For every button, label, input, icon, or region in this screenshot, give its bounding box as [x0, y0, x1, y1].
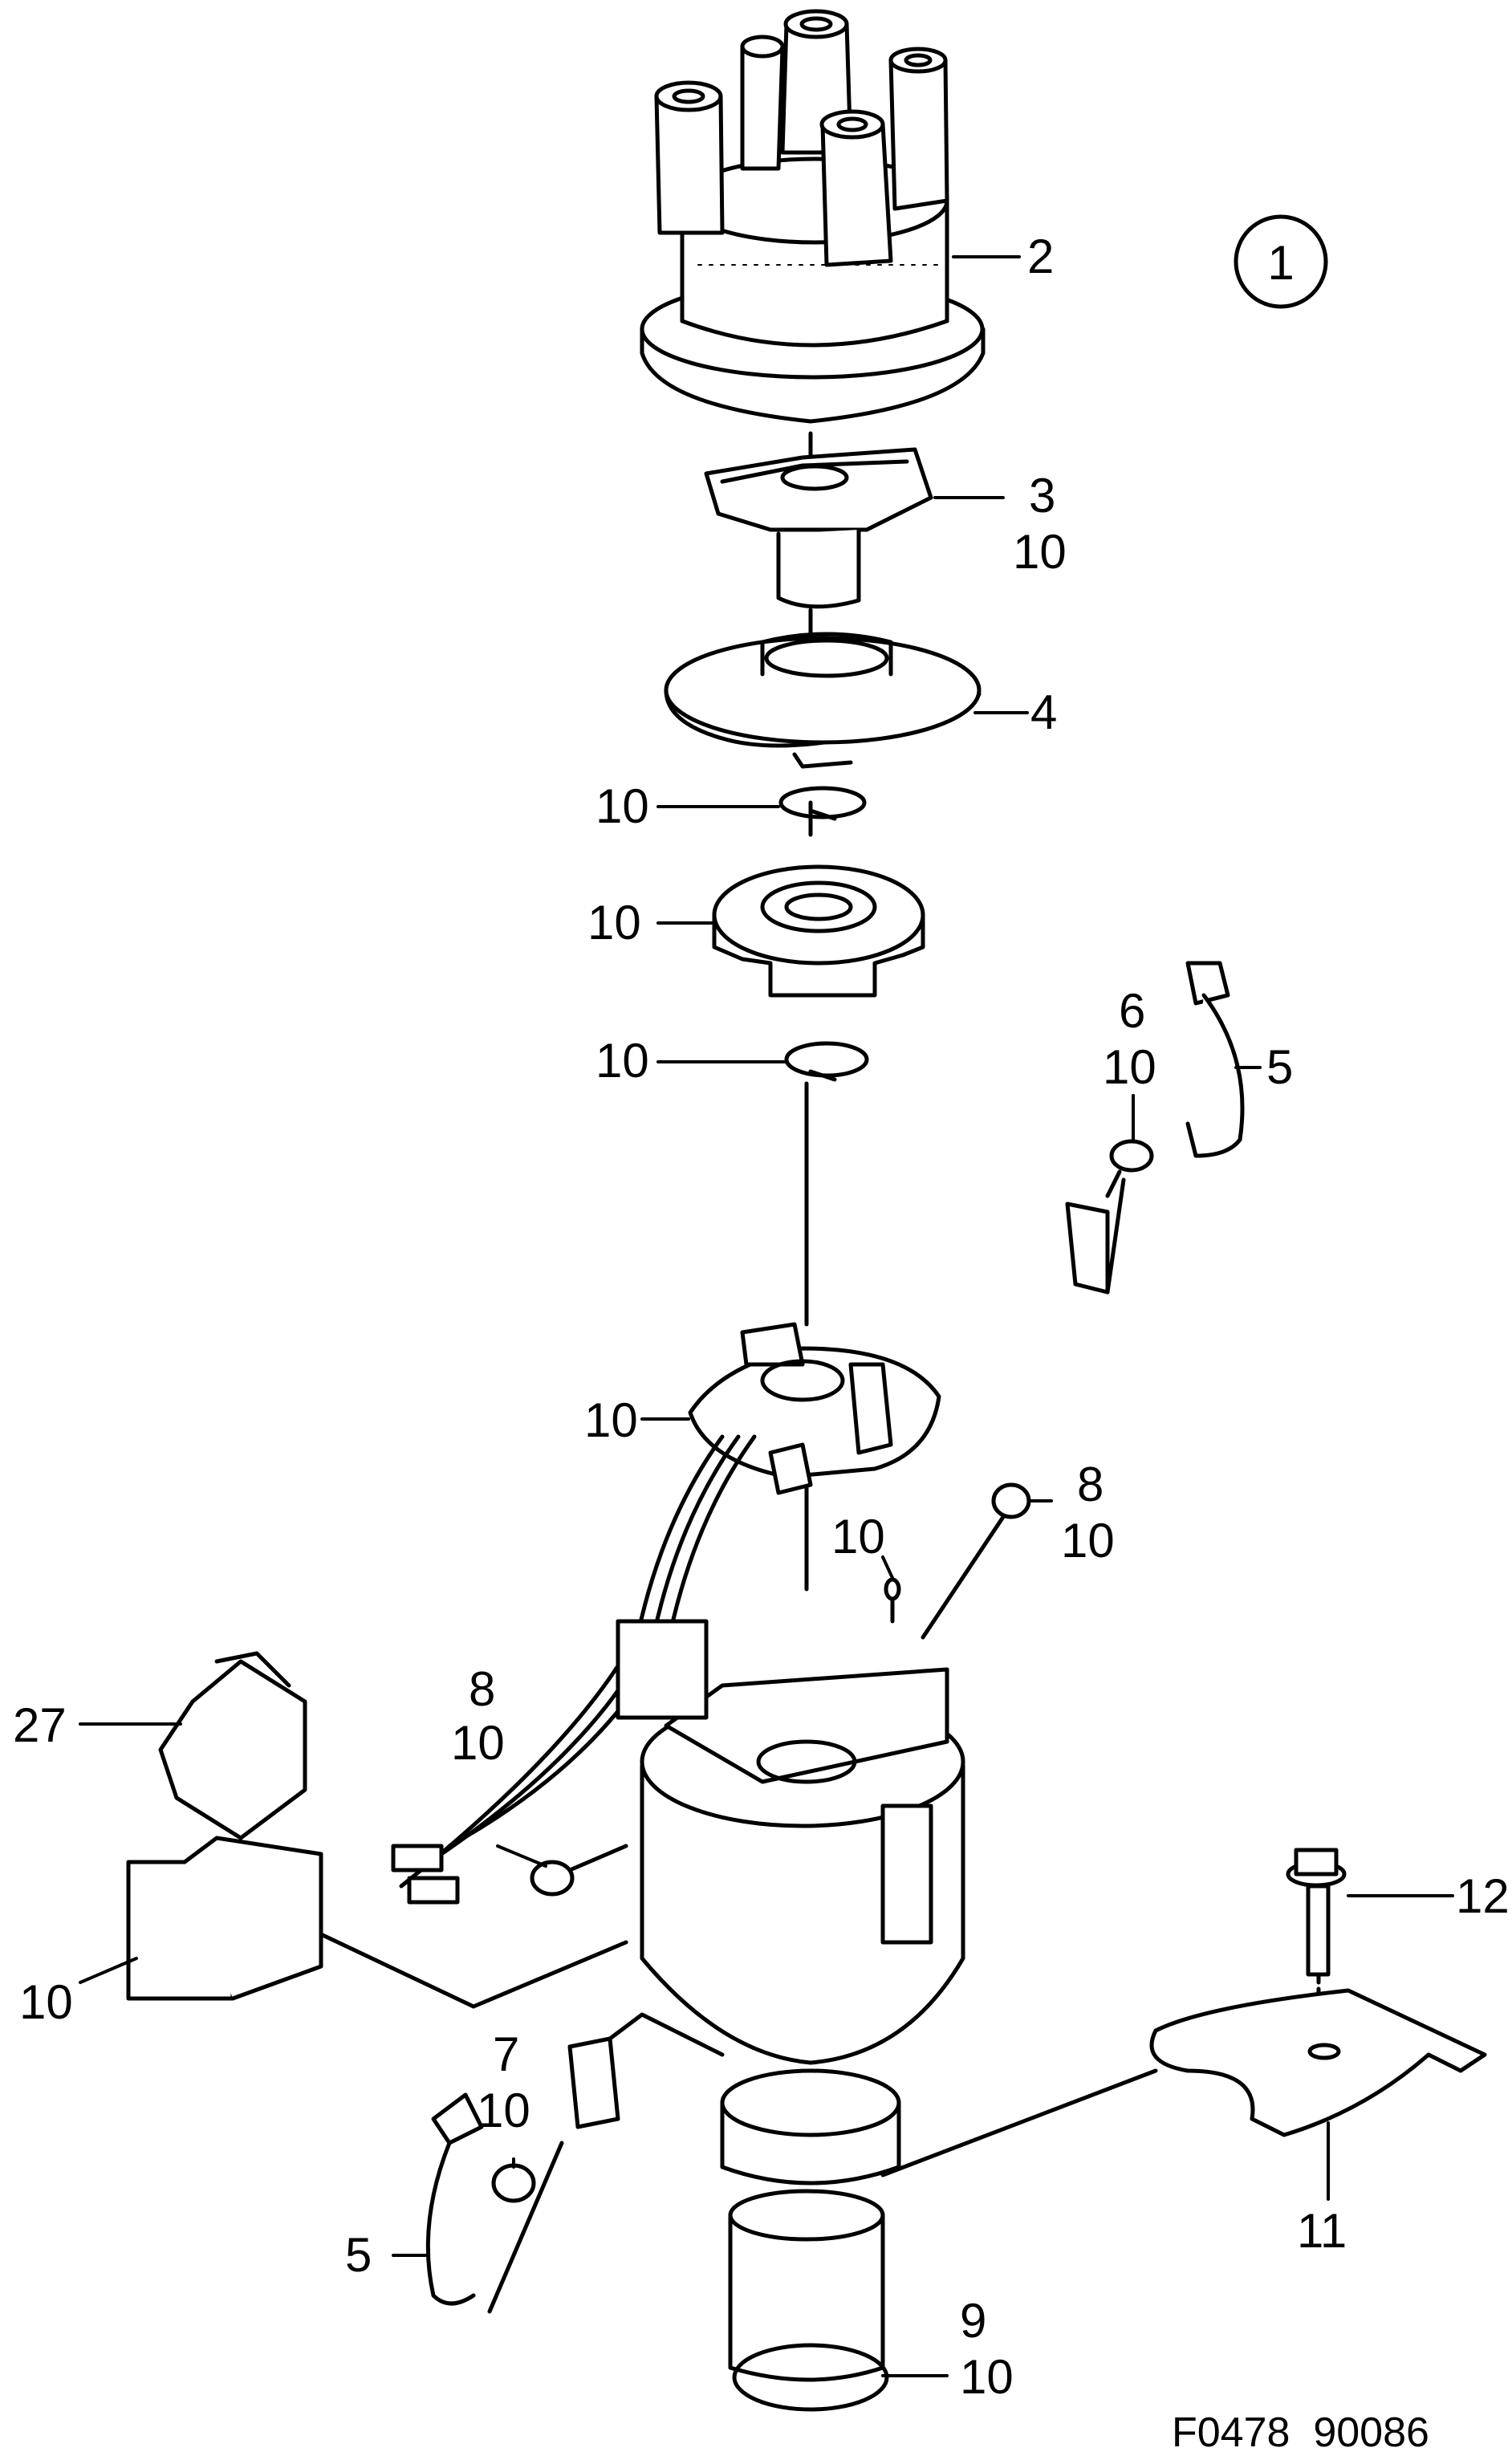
part-labels: 2 3 10 4 10 10 10 6 10 5 10 8 10 10 8 10…	[13, 230, 1510, 2456]
label-screw-left-sub: 10	[451, 1716, 505, 1770]
circlip-lower	[784, 1041, 869, 1082]
label-connector: 10	[19, 1975, 73, 2029]
label-rotor: 3	[1029, 469, 1055, 522]
rotor-arm	[704, 447, 933, 609]
label-rotor-sub: 10	[1013, 525, 1067, 579]
breaker-plate	[688, 1322, 941, 1495]
label-bolt: 12	[1456, 1869, 1510, 1923]
screw-right-lower	[921, 1482, 1031, 1640]
label-screw-left: 8	[469, 1662, 495, 1716]
label-oring-sub: 10	[960, 2350, 1014, 2404]
label-bracket: 11	[1297, 2204, 1347, 2258]
label-bearing-plate: 10	[587, 896, 641, 949]
cap-tower-left	[654, 80, 725, 235]
label-screw-right: 8	[1077, 1458, 1104, 1511]
bearing-plate	[712, 864, 925, 998]
label-connector-cover: 27	[13, 1698, 67, 1752]
cap-tower-front	[819, 109, 893, 267]
label-circlip-lower: 10	[595, 1034, 649, 1088]
pin-small	[884, 1577, 901, 1624]
distributor-body	[616, 1619, 965, 2382]
connector-plug	[126, 1836, 628, 2009]
clamp-right	[1065, 1177, 1126, 1295]
screw-right-upper	[1105, 1139, 1154, 1198]
leader-lines	[79, 255, 1454, 2377]
spring-clip-left	[425, 2092, 484, 2306]
figure-number: 1	[1267, 236, 1294, 290]
mounting-bracket	[880, 1988, 1487, 2177]
dust-shield	[664, 632, 982, 769]
cap-tower-back-left	[740, 35, 785, 171]
circlip-upper	[778, 786, 867, 821]
spring-clip-right	[1185, 961, 1245, 1158]
clamp-left	[567, 2012, 725, 2129]
label-clip-right-group: 6	[1119, 984, 1145, 1038]
label-dust-shield: 4	[1030, 685, 1057, 739]
label-clip-left: 5	[345, 2228, 372, 2282]
label-oring: 9	[960, 2294, 986, 2348]
label-clip-right-group-sub: 10	[1103, 1040, 1156, 1094]
connector-cover	[158, 1651, 307, 1840]
screw-left	[530, 1844, 628, 1897]
label-clip-right: 5	[1266, 1040, 1293, 1094]
distributor-cap	[640, 9, 986, 424]
mounting-bolt	[1286, 1848, 1347, 2041]
label-screw-right-sub: 10	[1061, 1514, 1115, 1567]
label-clamp-left: 7	[493, 2027, 519, 2081]
label-clamp-left-sub: 10	[477, 2084, 530, 2137]
cap-tower-right	[888, 47, 949, 211]
label-circlip-upper: 10	[595, 779, 649, 833]
reference-code: F0478 90086	[1172, 2409, 1429, 2456]
screw-lower-left	[487, 2141, 564, 2314]
label-pin-small: 10	[831, 1510, 885, 1563]
label-breaker-plate: 10	[584, 1393, 638, 1447]
figure-number-badge: 1	[1234, 214, 1328, 309]
label-cap: 2	[1027, 230, 1054, 283]
